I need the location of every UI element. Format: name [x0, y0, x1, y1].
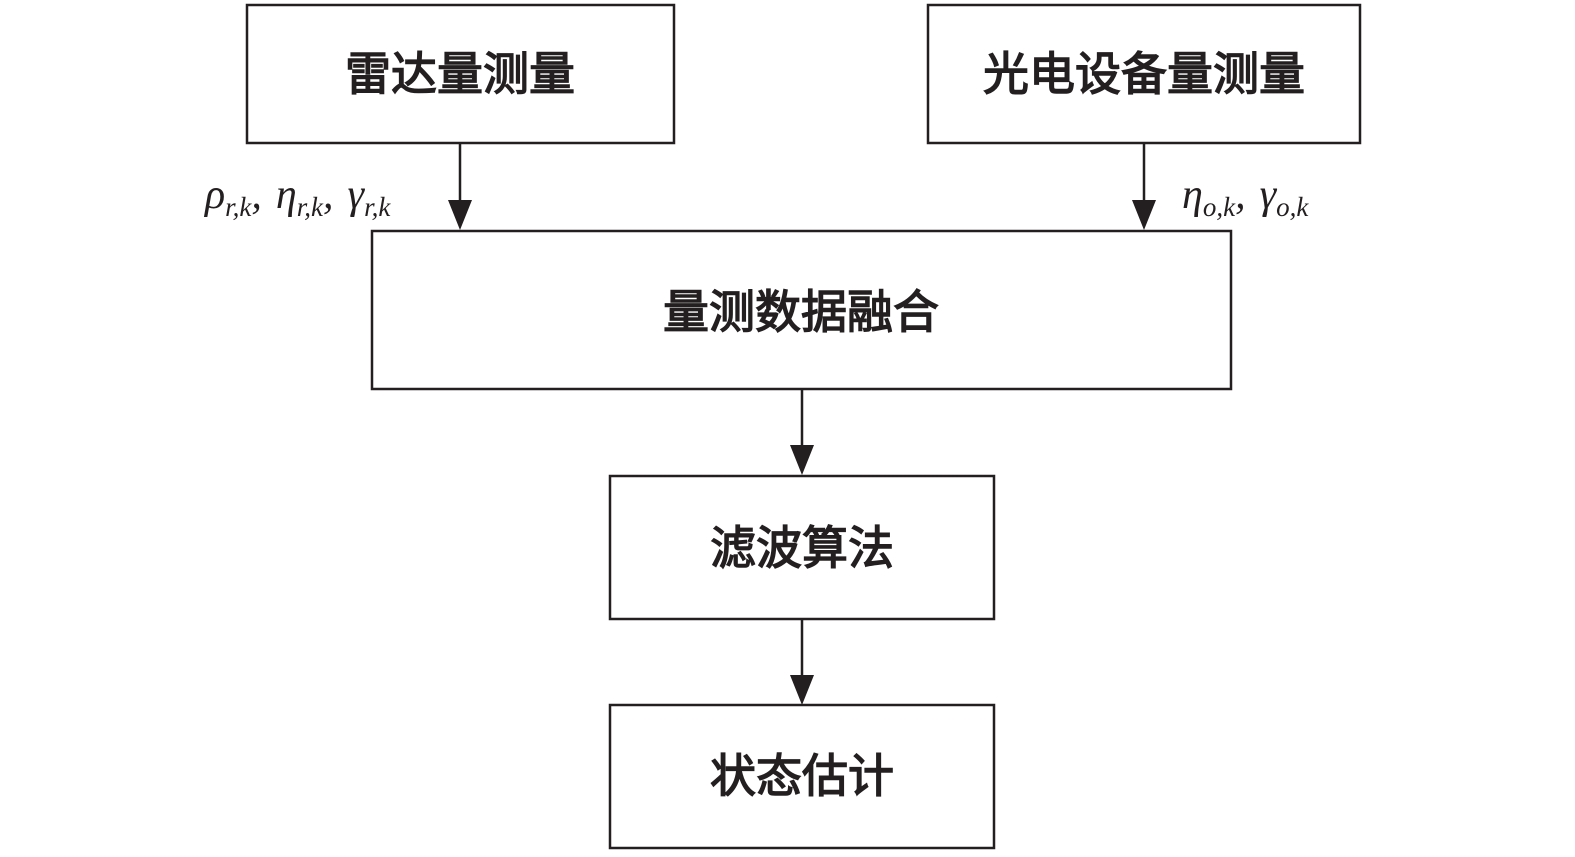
optical-measurement-box: 光电设备量测量: [926, 3, 1362, 145]
eta-subscript: o,k: [1203, 192, 1236, 222]
optical-to-fusion-arrow: [1132, 143, 1156, 230]
data-fusion-box: 量测数据融合: [370, 229, 1233, 391]
radar-measurement-box: 雷达量测量: [245, 3, 676, 145]
arrowhead: [790, 445, 814, 475]
radar-measurement-label: 雷达量测量: [345, 47, 575, 101]
filter-to-state-arrow: [790, 619, 814, 705]
state-estimation-box: 状态估计: [608, 703, 996, 850]
separator: ,: [1235, 172, 1246, 218]
arrowhead: [448, 200, 472, 230]
gamma-subscript: r,k: [364, 192, 391, 222]
radar-edge-label: ρr,k, ηr,k, γr,k: [203, 172, 391, 222]
optical-measurement-label: 光电设备量测量: [983, 47, 1305, 101]
state-estimation-label: 状态估计: [710, 749, 894, 803]
eta-symbol: η: [276, 172, 297, 218]
eta-symbol: η: [1182, 172, 1203, 218]
filter-algorithm-label: 滤波算法: [710, 521, 894, 575]
arrowhead: [1132, 200, 1156, 230]
radar-to-fusion-arrow: [448, 143, 472, 230]
separator: ,: [251, 172, 262, 218]
rho-subscript: r,k: [225, 192, 252, 222]
optical-edge-label: ηo,k, γo,k: [1182, 172, 1309, 222]
data-fusion-label: 量测数据融合: [663, 285, 939, 339]
gamma-symbol: γ: [348, 172, 366, 218]
fusion-to-filter-arrow: [790, 389, 814, 475]
filter-algorithm-box: 滤波算法: [608, 474, 996, 621]
gamma-subscript: o,k: [1276, 192, 1309, 222]
rho-symbol: ρ: [203, 172, 225, 218]
gamma-symbol: γ: [1260, 172, 1278, 218]
arrowhead: [790, 675, 814, 705]
eta-subscript: r,k: [297, 192, 324, 222]
separator: ,: [323, 172, 334, 218]
